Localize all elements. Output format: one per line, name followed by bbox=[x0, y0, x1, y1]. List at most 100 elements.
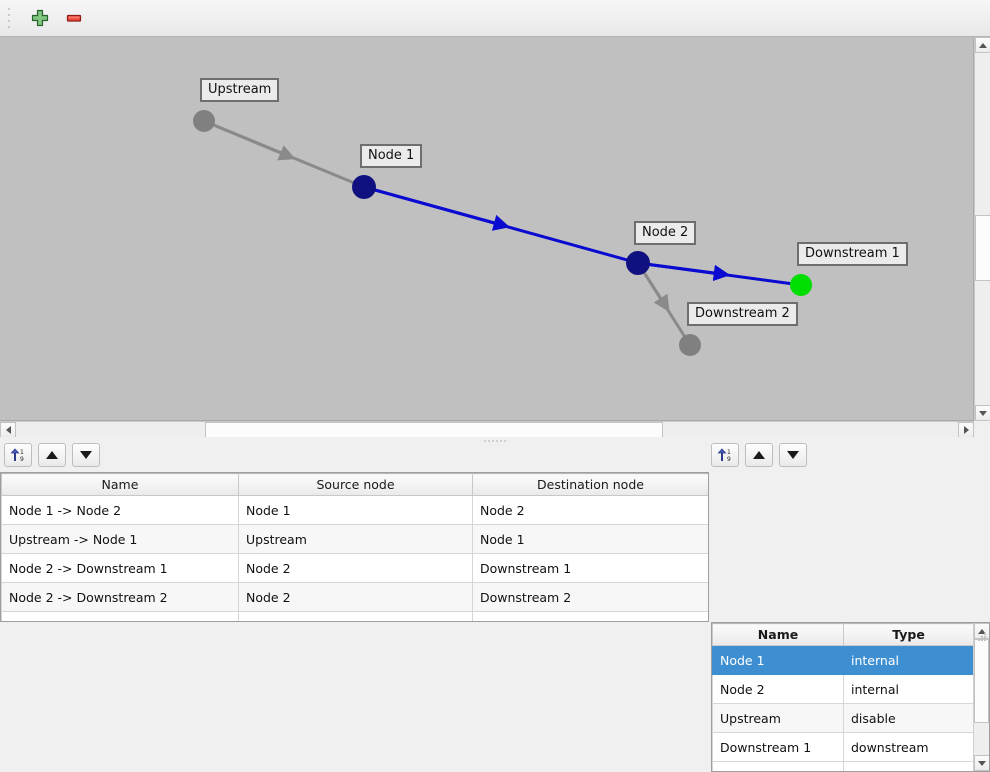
graph-edge-node2-downstream1[interactable] bbox=[638, 263, 801, 285]
scroll-up-arrow-icon[interactable] bbox=[975, 37, 990, 53]
cell-name[interactable]: Node 2 bbox=[713, 675, 844, 704]
graph-node-label-downstream1[interactable]: Downstream 1 bbox=[797, 242, 908, 266]
graph-node-label-upstream[interactable]: Upstream bbox=[200, 78, 279, 102]
graph-node-downstream2[interactable] bbox=[679, 334, 701, 356]
cell-source-node[interactable]: Node 2 bbox=[239, 554, 473, 583]
minus-glyph bbox=[64, 8, 84, 28]
cell-empty bbox=[844, 762, 974, 772]
scroll-right-arrow-icon[interactable] bbox=[958, 422, 974, 438]
svg-text:1: 1 bbox=[727, 449, 731, 456]
svg-text:1: 1 bbox=[20, 449, 24, 456]
cell-empty bbox=[239, 612, 473, 623]
canvas-hscroll-thumb[interactable] bbox=[205, 422, 663, 438]
graph-edge-node2-downstream2[interactable] bbox=[638, 263, 690, 345]
cell-destination-node[interactable]: Node 2 bbox=[473, 496, 709, 525]
svg-text:9: 9 bbox=[20, 456, 24, 463]
cell-source-node[interactable]: Upstream bbox=[239, 525, 473, 554]
cell-name[interactable]: Node 2 -> Downstream 2 bbox=[2, 583, 239, 612]
edges-toolbar: 1 9 bbox=[4, 443, 100, 467]
cell-destination-node[interactable]: Downstream 1 bbox=[473, 554, 709, 583]
nodes-move-up-button[interactable] bbox=[745, 443, 773, 467]
graph-node-upstream[interactable] bbox=[193, 110, 215, 132]
nodes-toolbar: 1 9 bbox=[711, 443, 807, 467]
plus-glyph bbox=[30, 8, 50, 28]
graph-edge-node1-node2[interactable] bbox=[364, 187, 638, 263]
table-row[interactable]: Node 2 -> Downstream 1 Node 2 Downstream… bbox=[2, 554, 709, 583]
sort-icon: 1 9 bbox=[717, 447, 733, 463]
graph-svg bbox=[0, 37, 974, 421]
triangle-down-icon bbox=[787, 451, 799, 459]
cell-source-node[interactable]: Node 1 bbox=[239, 496, 473, 525]
edges-move-up-button[interactable] bbox=[38, 443, 66, 467]
cell-empty bbox=[713, 762, 844, 772]
column-header-source-node[interactable]: Source node bbox=[239, 474, 473, 496]
window-resize-grip[interactable] bbox=[978, 633, 987, 642]
graph-node-node2[interactable] bbox=[626, 251, 650, 275]
graph-node-label-downstream2[interactable]: Downstream 2 bbox=[687, 302, 798, 326]
cell-name[interactable]: Upstream bbox=[713, 704, 844, 733]
svg-text:9: 9 bbox=[727, 456, 731, 463]
canvas-vscroll-thumb[interactable] bbox=[975, 215, 990, 281]
nodes-table-vertical-scrollbar[interactable] bbox=[973, 623, 989, 771]
graph-node-label-node1[interactable]: Node 1 bbox=[360, 144, 422, 168]
table-row[interactable]: Downstream 1 downstream bbox=[713, 733, 974, 762]
cell-source-node[interactable]: Node 2 bbox=[239, 583, 473, 612]
scroll-down-arrow-icon[interactable] bbox=[975, 405, 990, 421]
column-header-name[interactable]: Name bbox=[2, 474, 239, 496]
cell-name[interactable]: Node 2 -> Downstream 1 bbox=[2, 554, 239, 583]
cell-name[interactable]: Node 1 -> Node 2 bbox=[2, 496, 239, 525]
canvas-vertical-scrollbar[interactable] bbox=[974, 37, 990, 421]
column-header-name[interactable]: Name bbox=[713, 624, 844, 646]
graph-edge-upstream-node1[interactable] bbox=[204, 121, 364, 187]
remove-icon[interactable] bbox=[60, 4, 88, 32]
sort-icon: 1 9 bbox=[10, 447, 26, 463]
column-header-type[interactable]: Type bbox=[844, 624, 974, 646]
cell-name[interactable]: Downstream 1 bbox=[713, 733, 844, 762]
cell-empty bbox=[473, 612, 709, 623]
add-icon[interactable] bbox=[26, 4, 54, 32]
edges-table[interactable]: Name Source node Destination node Node 1… bbox=[1, 473, 709, 622]
table-row[interactable]: Upstream disable bbox=[713, 704, 974, 733]
nodes-sort-toggle-button[interactable]: 1 9 bbox=[711, 443, 739, 467]
cell-empty bbox=[2, 612, 239, 623]
graph-canvas[interactable]: Upstream Node 1 Node 2 Downstream 1 Down… bbox=[0, 37, 974, 421]
scrollbar-corner bbox=[974, 421, 990, 437]
table-row[interactable]: Node 2 internal bbox=[713, 675, 974, 704]
table-row-empty bbox=[2, 612, 709, 623]
graph-node-downstream1[interactable] bbox=[790, 274, 812, 296]
scroll-down-arrow-icon[interactable] bbox=[974, 755, 990, 771]
nodes-vscroll-thumb[interactable] bbox=[974, 639, 989, 723]
nodes-move-down-button[interactable] bbox=[779, 443, 807, 467]
table-row[interactable]: Node 1 -> Node 2 Node 1 Node 2 bbox=[2, 496, 709, 525]
scroll-left-arrow-icon[interactable] bbox=[0, 422, 16, 438]
toolbar-drag-handle[interactable] bbox=[4, 5, 13, 31]
table-row-empty bbox=[713, 762, 974, 772]
nodes-table-header-row: Name Type bbox=[713, 624, 974, 646]
cell-type[interactable]: internal bbox=[844, 675, 974, 704]
cell-type[interactable]: internal bbox=[844, 646, 974, 675]
edges-table-panel: Name Source node Destination node Node 1… bbox=[0, 472, 709, 622]
cell-type[interactable]: downstream bbox=[844, 733, 974, 762]
cell-destination-node[interactable]: Node 1 bbox=[473, 525, 709, 554]
column-header-destination-node[interactable]: Destination node bbox=[473, 474, 709, 496]
main-toolbar bbox=[0, 0, 990, 37]
triangle-down-icon bbox=[80, 451, 92, 459]
cell-name[interactable]: Node 1 bbox=[713, 646, 844, 675]
cell-type[interactable]: disable bbox=[844, 704, 974, 733]
splitter-grip-icon bbox=[485, 440, 506, 442]
canvas-horizontal-scrollbar[interactable] bbox=[0, 421, 974, 437]
triangle-up-icon bbox=[753, 451, 765, 459]
cell-destination-node[interactable]: Downstream 2 bbox=[473, 583, 709, 612]
edges-sort-toggle-button[interactable]: 1 9 bbox=[4, 443, 32, 467]
graph-node-label-node2[interactable]: Node 2 bbox=[634, 221, 696, 245]
edges-move-down-button[interactable] bbox=[72, 443, 100, 467]
nodes-table[interactable]: Name Type Node 1 internal Node 2 interna… bbox=[712, 623, 974, 772]
lower-toolbars: 1 9 1 9 bbox=[0, 443, 990, 469]
table-row[interactable]: Node 2 -> Downstream 2 Node 2 Downstream… bbox=[2, 583, 709, 612]
table-row[interactable]: Upstream -> Node 1 Upstream Node 1 bbox=[2, 525, 709, 554]
table-row-selected[interactable]: Node 1 internal bbox=[713, 646, 974, 675]
graph-node-node1[interactable] bbox=[352, 175, 376, 199]
triangle-up-icon bbox=[46, 451, 58, 459]
graph-pane: Upstream Node 1 Node 2 Downstream 1 Down… bbox=[0, 37, 990, 437]
cell-name[interactable]: Upstream -> Node 1 bbox=[2, 525, 239, 554]
